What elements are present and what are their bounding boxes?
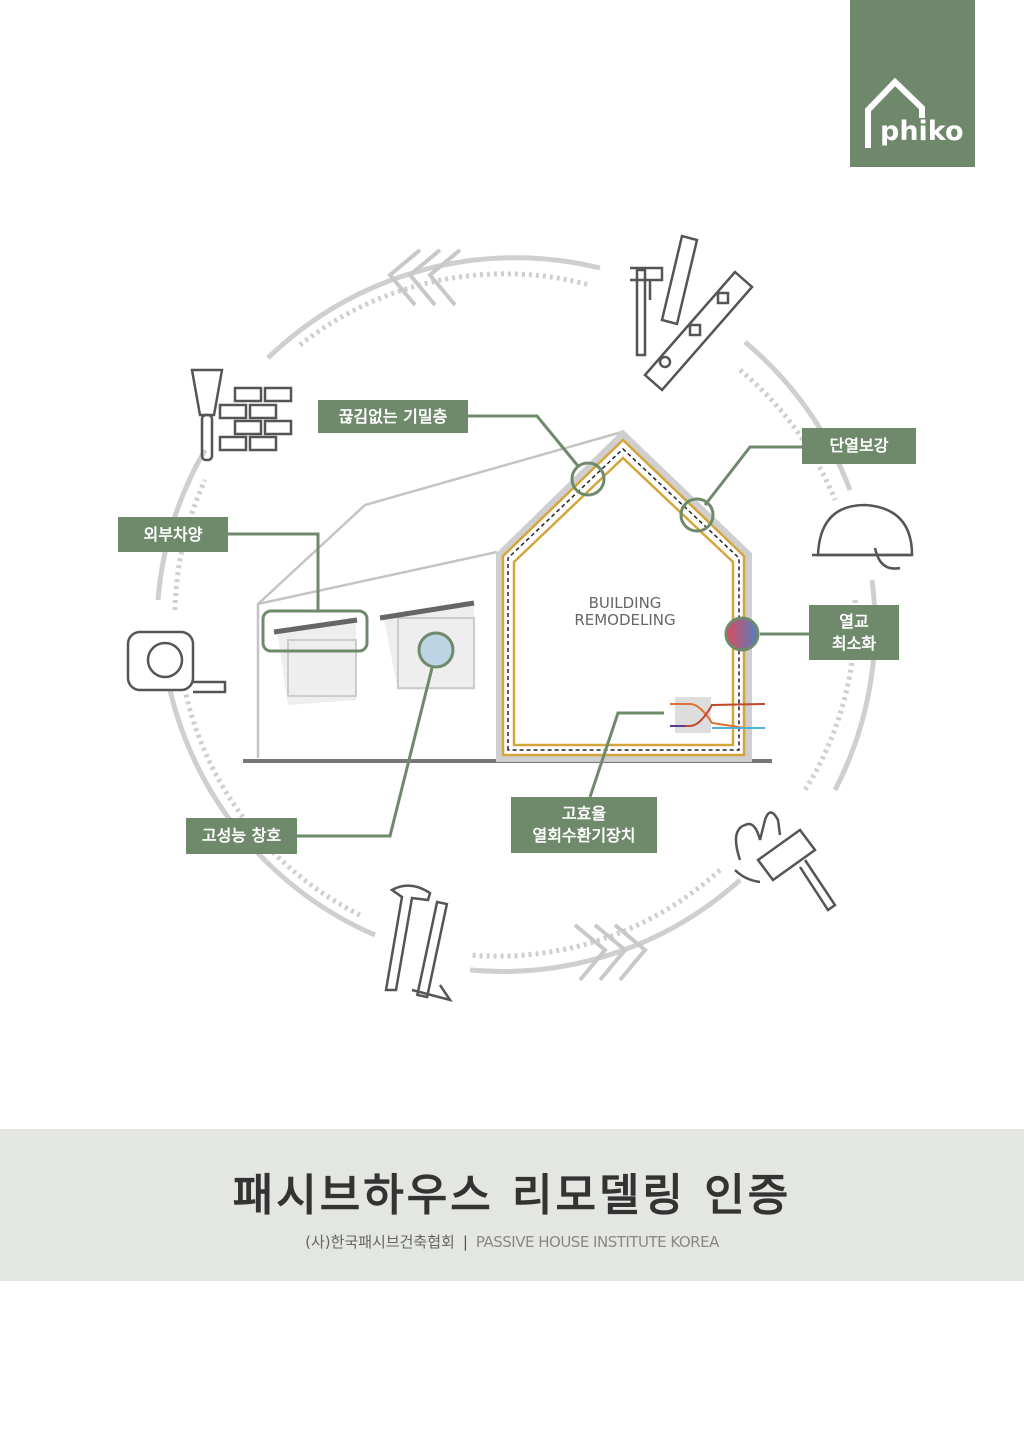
old-house: [256, 430, 623, 758]
callout-lines: [228, 414, 809, 838]
title-band: 패시브하우스 리모델링 인증 (사)한국패시브건축협회 | PASSIVE HOUS…: [0, 1129, 1024, 1281]
passive-house-envelope: [496, 429, 752, 762]
label-ventilation: 고효율 열회수환기장치: [511, 797, 657, 853]
glass-lens: [417, 631, 455, 669]
hammer-icon: [384, 884, 453, 1003]
caliper-icon: [630, 266, 664, 357]
phiko-logo: phiko: [850, 0, 975, 167]
label-insulation: 단열보강: [802, 428, 916, 464]
house-logo-icon: [865, 77, 925, 148]
publisher: (사)한국패시브건축협회 | PASSIVE HOUSE INSTITUTE KOR…: [0, 1231, 1024, 1252]
paint-roller-icon: [734, 811, 837, 912]
label-thermal-bridge: 열교 최소화: [809, 605, 899, 660]
logo-text: phiko: [880, 116, 964, 147]
hard-hat-icon: [812, 503, 914, 570]
hrv-icon: [670, 697, 766, 733]
ruler-icon: [660, 234, 699, 326]
publisher-english: PASSIVE HOUSE INSTITUTE KOREA: [475, 1233, 719, 1251]
label-line: 고효율: [561, 804, 607, 823]
tape-measure-icon: [126, 630, 227, 694]
label-external-shading: 외부차양: [118, 517, 228, 552]
bricks-icon: [218, 386, 293, 452]
publisher-korean: (사)한국패시브건축협회: [305, 1233, 455, 1251]
chevron-left-icon: [387, 248, 462, 307]
label-line: 열회수환기장치: [532, 826, 636, 845]
label-airtight-layer: 끊김없는 기밀층: [318, 400, 468, 433]
separator: |: [462, 1233, 468, 1251]
building-remodeling-label: BUILDING REMODELING: [540, 595, 710, 629]
page-title: 패시브하우스 리모델링 인증: [232, 1170, 792, 1221]
center-label-line: BUILDING: [588, 594, 662, 612]
trowel-icon: [190, 368, 224, 462]
thermal-bridge-lens: [724, 616, 760, 652]
window-left: [273, 617, 358, 705]
label-line: 열교: [839, 611, 869, 631]
center-label-line: REMODELING: [574, 611, 676, 629]
spirit-level-icon: [643, 270, 754, 392]
label-line: 최소화: [831, 633, 877, 653]
label-windows: 고성능 창호: [186, 818, 297, 854]
chevron-right-icon: [573, 923, 648, 982]
